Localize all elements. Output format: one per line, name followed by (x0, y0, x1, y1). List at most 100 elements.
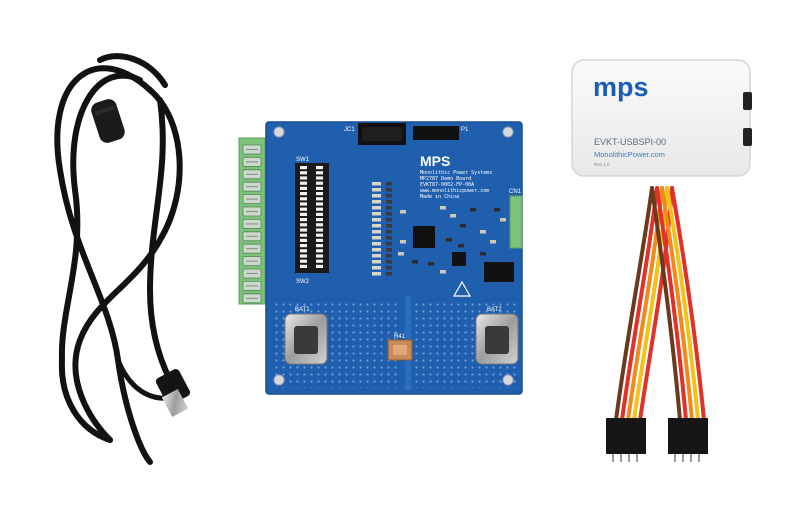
dip-toggle (316, 228, 323, 232)
resistor-column (372, 182, 392, 276)
dip-toggle (300, 192, 307, 196)
smd-resistor (372, 260, 381, 264)
battery-holder-bat2 (475, 313, 519, 365)
silk-line-4: www.monolithicpower.com (420, 188, 489, 194)
battery-holder-bat1 (284, 313, 328, 365)
label-cn1: CN1 (509, 189, 522, 195)
smd-resistor (372, 236, 381, 240)
jumpers (452, 252, 514, 282)
smd-resistor (386, 212, 392, 216)
dip-toggle (300, 244, 307, 248)
dip-toggle (316, 166, 323, 170)
smd-resistor (386, 260, 392, 264)
dip-toggle (300, 166, 307, 170)
dip-toggle (300, 249, 307, 253)
smd-resistor (372, 224, 381, 228)
smd-part (398, 252, 404, 256)
smd-resistor (372, 230, 381, 234)
ferrite-bead (91, 99, 125, 143)
shunt-r41 (387, 339, 413, 361)
smd-part (480, 230, 486, 234)
smd-part (458, 244, 464, 248)
dip-toggle (300, 228, 307, 232)
label-jc1: JC1 (344, 127, 355, 133)
dip-toggle (316, 264, 323, 268)
label-bat2: BAT2 (487, 307, 502, 313)
dip-toggle (316, 244, 323, 248)
smd-resistor (386, 200, 392, 204)
smd-part (412, 260, 418, 264)
dip-toggle (316, 186, 323, 190)
smd-resistor (386, 266, 392, 270)
dip-toggle (316, 212, 323, 216)
label-p1: P1 (461, 127, 469, 133)
smd-resistor (386, 194, 392, 198)
label-sw2: SW2 (296, 279, 310, 285)
dip-toggle (316, 202, 323, 206)
usb-connector (155, 369, 191, 417)
smd-part (450, 214, 456, 218)
label-bat1: BAT1 (295, 307, 310, 313)
usb-cable (54, 53, 183, 465)
dip-toggle (316, 233, 323, 237)
smd-resistor (386, 218, 392, 222)
dip-toggle (300, 202, 307, 206)
dip-toggle (300, 233, 307, 237)
terminal-block-left (238, 137, 266, 305)
dip-toggle (300, 197, 307, 201)
dip-toggle (300, 254, 307, 258)
wire-connectors-left (606, 418, 646, 462)
silk-line-2: MP2787 Demo Board (420, 176, 471, 182)
wire-connectors-right (668, 418, 708, 462)
header-p1 (413, 126, 459, 140)
smd-resistor (372, 188, 381, 192)
smd-resistor (386, 248, 392, 252)
dongle-logo: mps (593, 72, 649, 102)
smd-resistor (372, 242, 381, 246)
smd-resistor (386, 272, 392, 276)
smd-resistor (372, 182, 381, 186)
smd-part (460, 224, 466, 228)
main-ic (413, 226, 435, 248)
smd-resistor (386, 230, 392, 234)
jumper-wire-harness (614, 186, 706, 422)
smd-resistor (372, 200, 381, 204)
smd-part (400, 210, 406, 214)
smd-resistor (386, 206, 392, 210)
dip-toggle (316, 207, 323, 211)
dip-toggle (316, 249, 323, 253)
smd-resistor (386, 254, 392, 258)
warning-icon (452, 280, 472, 297)
smd-resistor (386, 242, 392, 246)
header-jc1 (358, 123, 406, 145)
dip-toggle (316, 238, 323, 242)
smd-part (440, 270, 446, 274)
dip-toggle (316, 192, 323, 196)
dip-toggle (300, 264, 307, 268)
smd-resistor (386, 236, 392, 240)
usb-spi-dongle: mps EVKT-USBSPI-00 MonolithicPower.com R… (571, 59, 752, 177)
smd-resistor (386, 188, 392, 192)
label-r41: R41 (394, 334, 406, 340)
silk-line-3: EVKT87-0002-FP-00A (420, 182, 474, 188)
dip-switch-sw1 (295, 163, 329, 273)
smd-part (470, 208, 476, 212)
dip-toggle (316, 223, 323, 227)
label-sw1: SW1 (296, 157, 310, 163)
dip-toggle (316, 171, 323, 175)
dip-toggle (300, 171, 307, 175)
dip-toggle (316, 176, 323, 180)
dip-toggle (316, 197, 323, 201)
smd-components (398, 206, 506, 274)
silk-line-1: Monolithic Power Systems (420, 170, 492, 176)
smd-part (428, 262, 434, 266)
smd-resistor (372, 212, 381, 216)
terminal-block-cn1 (509, 195, 523, 249)
smd-resistor (372, 194, 381, 198)
dip-toggle (316, 218, 323, 222)
dip-toggle (300, 181, 307, 185)
smd-resistor (372, 218, 381, 222)
smd-resistor (372, 206, 381, 210)
dip-toggle (300, 212, 307, 216)
